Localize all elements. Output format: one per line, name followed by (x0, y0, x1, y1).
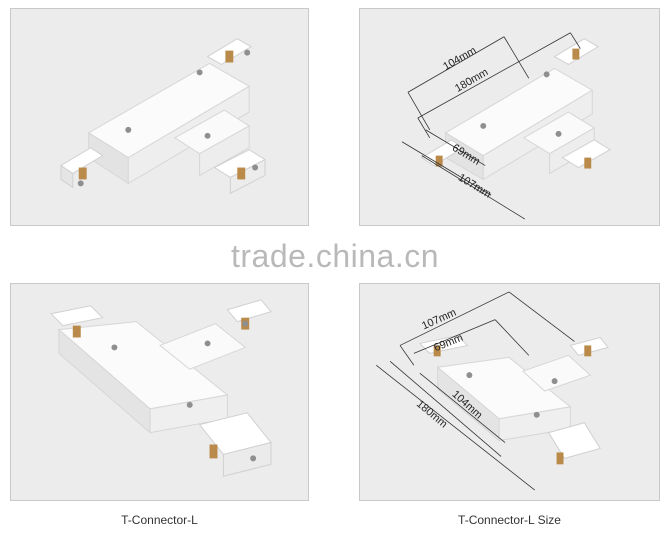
product-photo-top-left (10, 8, 309, 226)
t-connector-dimension-drawing: 104mm 180mm 69mm 107mm (401, 32, 612, 220)
t-connector-drawing-alt (49, 299, 272, 477)
caption-right: T-Connector-L Size (458, 513, 561, 527)
caption-left: T-Connector-L (121, 513, 198, 527)
product-size-bottom-right: 107mm 69mm 104mm 180mm (359, 283, 660, 501)
watermark: trade.china.cn (230, 238, 439, 274)
product-photo-bottom-left (10, 283, 309, 501)
dim-label-2: 69mm (432, 332, 465, 354)
dim-label-1: 104mm (441, 45, 478, 74)
t-connector-drawing (59, 38, 267, 195)
product-size-top-right: 104mm 180mm 69mm 107mm (359, 8, 660, 226)
t-connector-dimension-drawing-alt: 107mm 69mm 104mm 180mm (375, 291, 609, 491)
dim-label-4: 180mm (414, 398, 449, 431)
dim-label-1: 107mm (420, 307, 458, 333)
